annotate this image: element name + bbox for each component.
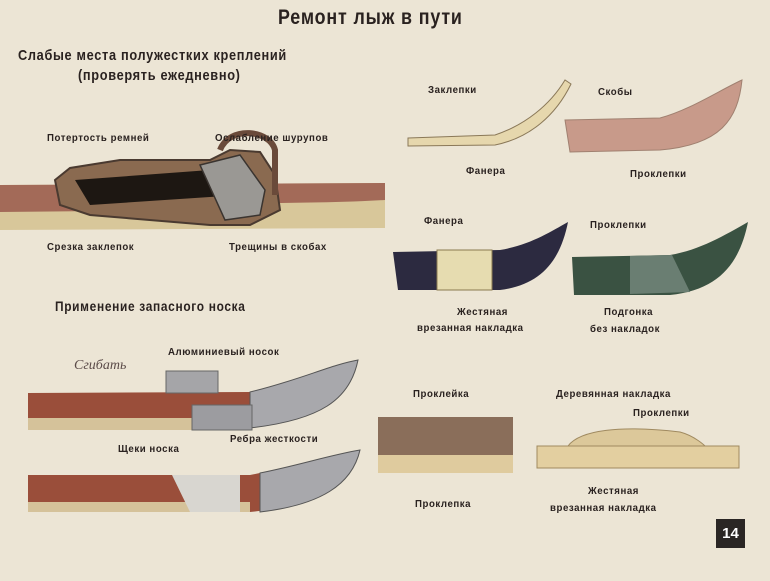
binding-illustration <box>0 130 385 230</box>
r6-tin-line1: Жестяная <box>588 485 639 497</box>
repair-6-patch <box>566 428 707 447</box>
spare-tip-illustration <box>28 359 361 513</box>
r1-rivets: Заклепки <box>428 84 477 96</box>
page-number-badge: 14 <box>716 519 745 548</box>
label-screw-loosening: Ослабление шурупов <box>215 132 329 144</box>
page-title: Ремонт лыж в пути <box>278 6 463 29</box>
r4-fit-line2: без накладок <box>590 323 660 335</box>
bindings-subheading: (проверять ежедневно) <box>78 67 241 84</box>
label-bend: Сгибать <box>74 358 127 373</box>
repair-1-ski <box>407 79 572 147</box>
r5-riveting: Проклепка <box>415 498 472 510</box>
r6-wood-patch: Деревянная накладка <box>556 388 671 400</box>
repair-6-ski <box>536 445 740 469</box>
bindings-heading: Слабые места полужестких креплений <box>18 47 287 64</box>
label-aluminum-tip: Алюминиевый носок <box>168 346 280 358</box>
r6-rivetings: Проклепки <box>633 407 690 419</box>
label-bracket-cracks: Трещины в скобах <box>229 241 327 253</box>
label-rivet-shear: Срезка заклепок <box>47 241 135 253</box>
label-strap-wear: Потертость ремней <box>47 132 150 144</box>
r4-rivetings: Проклепки <box>590 219 647 231</box>
repair-3-patch <box>436 249 493 291</box>
r1-plywood: Фанера <box>466 165 506 177</box>
repair-4-joint <box>630 255 690 294</box>
r3-tin-line1: Жестяная <box>457 306 508 318</box>
r3-plywood: Фанера <box>424 215 464 227</box>
r5-gluing: Проклейка <box>413 388 470 400</box>
repair-2-ski <box>564 79 743 153</box>
r6-tin-line2: врезанная накладка <box>550 502 657 514</box>
spare-tip-heading: Применение запасного носка <box>55 298 246 314</box>
r2-rivetings: Проклепки <box>630 168 687 180</box>
label-stiffening-ribs: Ребра жесткости <box>230 433 319 445</box>
r3-tin-line2: врезанная накладка <box>417 322 524 334</box>
repair-5-base <box>378 455 513 473</box>
r2-staples: Скобы <box>598 86 633 98</box>
label-tip-cheeks: Щеки носка <box>118 443 180 455</box>
r4-fit-line1: Подгонка <box>604 306 654 318</box>
